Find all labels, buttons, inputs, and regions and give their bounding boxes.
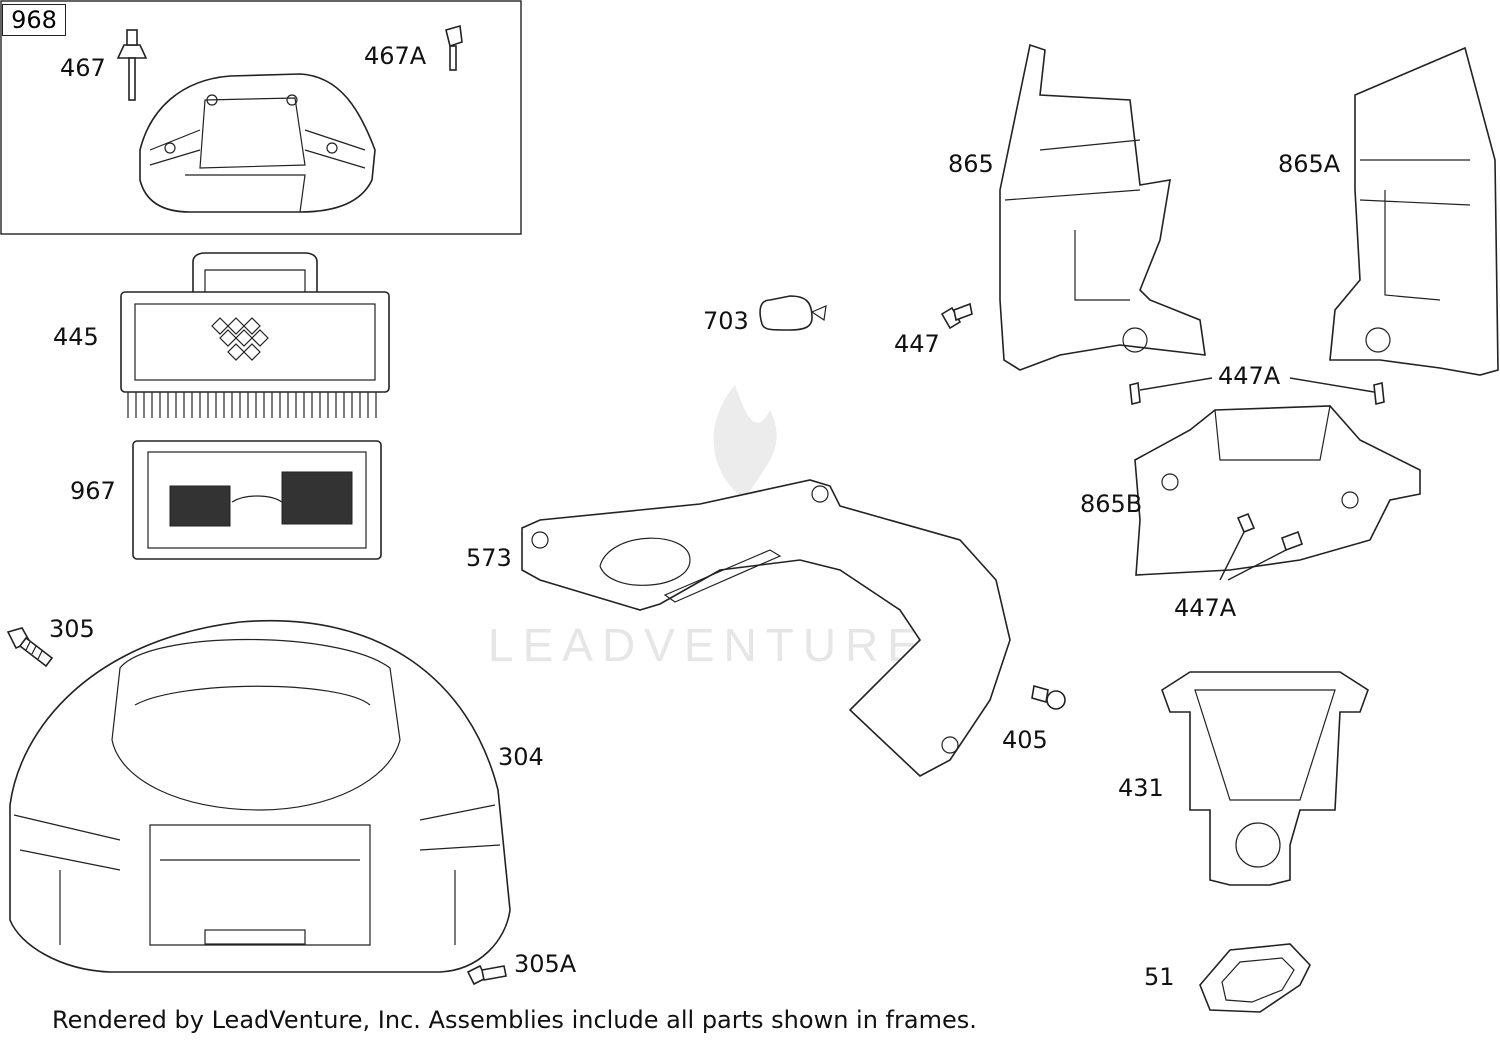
part-865-shroud: [999, 43, 1206, 371]
part-305a-bolt: [466, 964, 507, 986]
part-703-clip: [759, 295, 827, 331]
filter-pattern: [211, 317, 269, 361]
part-865a-shroud: [1329, 46, 1499, 376]
label-447a-top: 447A: [1218, 362, 1281, 390]
part-447a-screws-mid: [1219, 512, 1304, 581]
label-467: 467: [60, 54, 106, 82]
label-865a: 865A: [1278, 150, 1341, 178]
label-447: 447: [894, 330, 940, 358]
watermark-flame: [713, 385, 777, 500]
label-304: 304: [498, 743, 544, 771]
label-445: 445: [53, 323, 99, 351]
label-305a: 305A: [514, 950, 577, 978]
label-865b: 865B: [1080, 490, 1143, 518]
label-51: 51: [1144, 963, 1175, 991]
part-573-baffle: [521, 479, 1011, 777]
label-573: 573: [466, 544, 512, 572]
label-447a-mid: 447A: [1174, 594, 1237, 622]
part-447a-screws-top: [1129, 377, 1385, 405]
part-305-bolt: [6, 627, 54, 668]
label-405: 405: [1002, 726, 1048, 754]
watermark-text: LEADVENTURE: [488, 619, 927, 671]
part-445-air-filter: [120, 252, 390, 418]
label-431: 431: [1118, 774, 1164, 802]
footer-note: Rendered by LeadVenture, Inc. Assemblies…: [52, 1006, 977, 1034]
part-51-gasket: [1199, 943, 1311, 1013]
part-447-screw: [940, 302, 973, 330]
label-467a: 467A: [364, 42, 427, 70]
part-405-screw: [1031, 684, 1066, 710]
part-865b-shroud: [1134, 405, 1421, 576]
part-304-blower-housing: [9, 620, 511, 973]
part-467-bolt: [116, 29, 148, 101]
part-967-precleaner: [132, 440, 382, 560]
label-865: 865: [948, 150, 994, 178]
label-305: 305: [49, 615, 95, 643]
part-431-intake: [1161, 671, 1369, 886]
frame-968: [0, 0, 522, 235]
part-467a-knob: [445, 24, 463, 71]
label-703: 703: [703, 307, 749, 335]
part-cover: [139, 73, 376, 213]
label-967: 967: [70, 477, 116, 505]
frame-968-tag: 968: [2, 4, 66, 36]
